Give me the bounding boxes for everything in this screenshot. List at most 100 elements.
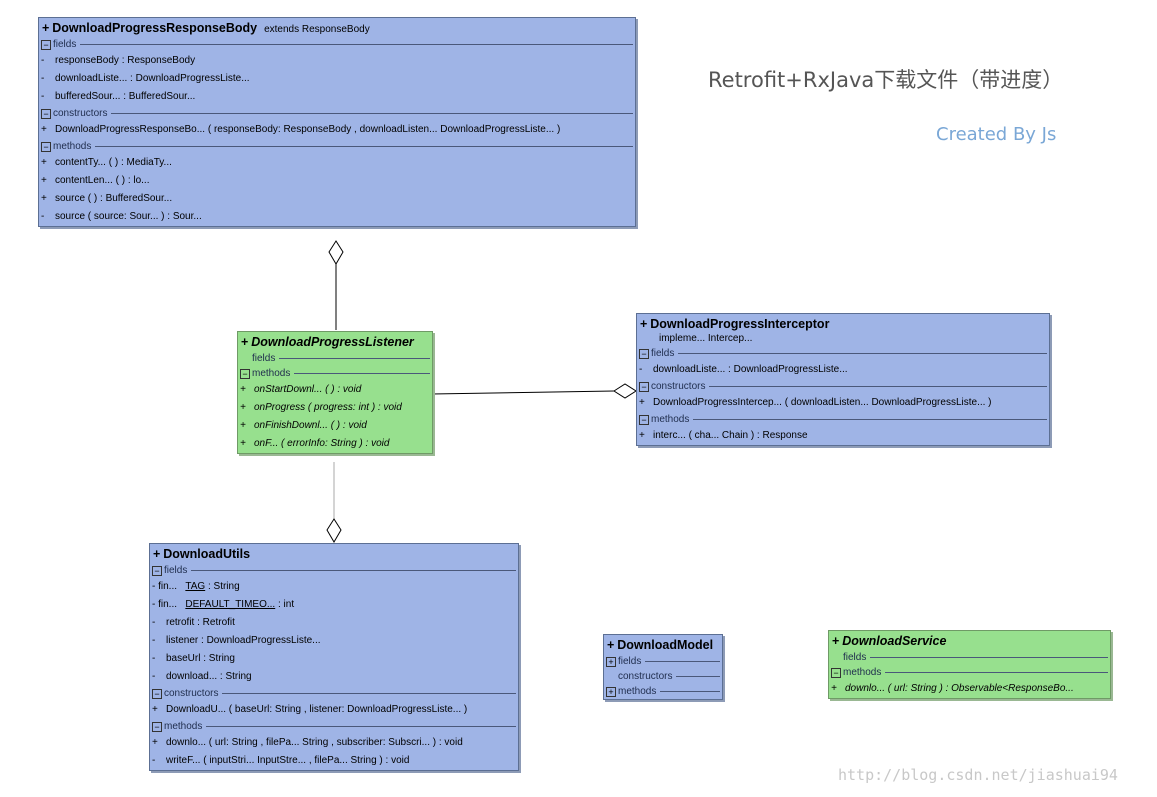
class-header: + DownloadModel — [604, 635, 722, 654]
class-name: DownloadUtils — [163, 547, 251, 561]
methods-section-header[interactable]: −methods — [150, 719, 518, 734]
class-name: DownloadProgressInterceptor — [650, 317, 830, 331]
collapse-minus-icon[interactable]: − — [152, 721, 162, 732]
interface-download-progress-listener[interactable]: + DownloadProgressListener fields −metho… — [237, 331, 433, 454]
constructors-section-header[interactable]: −constructors — [150, 686, 518, 701]
constructors-section-header[interactable]: −constructors — [637, 379, 1049, 394]
section-label: fields — [618, 656, 642, 667]
collapse-minus-icon[interactable]: − — [639, 381, 649, 392]
collapse-minus-icon[interactable]: − — [152, 688, 162, 699]
class-header: + DownloadProgressResponseBody extends R… — [39, 18, 635, 37]
method-row: -writeF... ( inputStri... InputStre... ,… — [152, 755, 410, 766]
methods-section-header[interactable]: −methods — [39, 139, 635, 154]
collapse-minus-icon[interactable]: − — [639, 414, 649, 425]
method-row: +source ( ) : BufferedSour... — [41, 193, 173, 204]
field-row: -baseUrl : String — [152, 653, 235, 664]
method-row: -source ( source: Sour... ) : Sour... — [41, 211, 202, 222]
class-name: DownloadService — [842, 634, 947, 648]
field-row: -download... : String — [152, 671, 252, 682]
visibility-marker: + — [42, 21, 50, 35]
field-row: -bufferedSour... : BufferedSour... — [41, 91, 196, 102]
class-download-utils[interactable]: + DownloadUtils −fields - fin... TAG : S… — [149, 543, 519, 771]
methods-section-header[interactable]: −methods — [637, 412, 1049, 427]
collapse-minus-icon[interactable]: − — [152, 565, 162, 576]
method-row: +downlo... ( url: String , filePa... Str… — [152, 737, 463, 748]
implements-label: impleme... Intercep... — [659, 333, 753, 344]
section-label: methods — [651, 414, 690, 425]
section-label: constructors — [651, 381, 706, 392]
section-label: constructors — [164, 688, 219, 699]
fields-section-header[interactable]: −fields — [150, 563, 518, 578]
method-row: +onProgress ( progress: int ) : void — [240, 402, 402, 413]
extends-label: extends ResponseBody — [264, 24, 370, 35]
field-row: -downloadListe... : DownloadProgressList… — [639, 364, 848, 375]
field-row: -downloadListe... : DownloadProgressList… — [41, 73, 250, 84]
visibility-marker: + — [241, 335, 249, 349]
class-header: + DownloadUtils — [150, 544, 518, 563]
method-row: +onFinishDownl... ( ) : void — [240, 420, 367, 431]
section-label: methods — [843, 667, 882, 678]
constructor-row: +DownloadU... ( baseUrl: String , listen… — [152, 704, 468, 715]
section-label: methods — [53, 141, 92, 152]
class-download-progress-response-body[interactable]: + DownloadProgressResponseBody extends R… — [38, 17, 636, 227]
section-label: constructors — [53, 108, 108, 119]
fields-section-header[interactable]: −fields — [637, 346, 1049, 361]
section-label: fields — [252, 353, 276, 364]
field-row: - fin... DEFAULT_TIMEO... : int — [152, 599, 295, 610]
method-row: +contentLen... ( ) : lo... — [41, 175, 150, 186]
method-row: +interc... ( cha... Chain ) : Response — [639, 430, 808, 441]
expand-plus-icon[interactable]: + — [606, 686, 616, 697]
fields-section-header[interactable]: fields — [829, 650, 1110, 665]
watermark: http://blog.csdn.net/jiashuai94 — [838, 766, 1118, 784]
expand-plus-icon[interactable]: + — [606, 656, 616, 667]
fields-section-header[interactable]: −fields — [39, 37, 635, 52]
collapse-minus-icon[interactable]: − — [41, 108, 51, 119]
class-name: DownloadProgressResponseBody — [52, 21, 258, 35]
field-row: -responseBody : ResponseBody — [41, 55, 196, 66]
constructor-row: +DownloadProgressResponseBo... ( respons… — [41, 124, 561, 135]
class-download-progress-interceptor[interactable]: + DownloadProgressInterceptor impleme...… — [636, 313, 1050, 446]
methods-section-header[interactable]: +methods — [604, 684, 722, 699]
fields-section-header[interactable]: fields — [238, 351, 432, 366]
section-label: methods — [618, 686, 657, 697]
listener-to-interceptor-line — [431, 390, 615, 395]
section-label: fields — [843, 652, 867, 663]
class-name: DownloadModel — [617, 638, 714, 652]
visibility-marker: + — [640, 317, 648, 331]
section-label: fields — [53, 39, 77, 50]
methods-section-header[interactable]: −methods — [829, 665, 1110, 680]
credit-text: Created By Js — [936, 124, 1057, 145]
method-row: +downlo... ( url: String ) : Observable<… — [831, 683, 1074, 694]
constructor-row: +DownloadProgressIntercep... ( downloadL… — [639, 397, 992, 408]
collapse-minus-icon[interactable]: − — [639, 348, 649, 359]
section-label: fields — [651, 348, 675, 359]
collapse-minus-icon[interactable]: − — [41, 141, 51, 152]
section-label: methods — [164, 721, 203, 732]
collapse-minus-icon[interactable]: − — [240, 368, 250, 379]
visibility-marker: + — [832, 634, 840, 648]
field-row: -retrofit : Retrofit — [152, 617, 235, 628]
method-row: +contentTy... ( ) : MediaTy... — [41, 157, 172, 168]
collapse-minus-icon[interactable]: − — [41, 39, 51, 50]
class-download-model[interactable]: + DownloadModel +fields constructors +me… — [603, 634, 723, 700]
class-header: + DownloadProgressListener — [238, 332, 432, 351]
method-row: +onStartDownl... ( ) : void — [240, 384, 362, 395]
interceptor-aggregation-diamond — [613, 383, 637, 399]
field-row: -listener : DownloadProgressListe... — [152, 635, 321, 646]
methods-section-header[interactable]: −methods — [238, 366, 432, 381]
visibility-marker: + — [607, 638, 615, 652]
constructors-section-header[interactable]: constructors — [604, 669, 722, 684]
collapse-minus-icon[interactable]: − — [831, 667, 841, 678]
constructors-section-header[interactable]: −constructors — [39, 106, 635, 121]
interface-download-service[interactable]: + DownloadService fields −methods +downl… — [828, 630, 1111, 699]
body-aggregation-diamond — [328, 240, 344, 265]
section-label: fields — [164, 565, 188, 576]
utils-aggregation-diamond — [326, 518, 342, 543]
section-label: methods — [252, 368, 291, 379]
class-header: + DownloadService — [829, 631, 1110, 650]
class-name: DownloadProgressListener — [251, 335, 414, 349]
diagram-title: Retrofit+RxJava下载文件（带进度） — [708, 68, 1064, 92]
fields-section-header[interactable]: +fields — [604, 654, 722, 669]
field-row: - fin... TAG : String — [152, 581, 240, 592]
method-row: +onF... ( errorInfo: String ) : void — [240, 438, 390, 449]
